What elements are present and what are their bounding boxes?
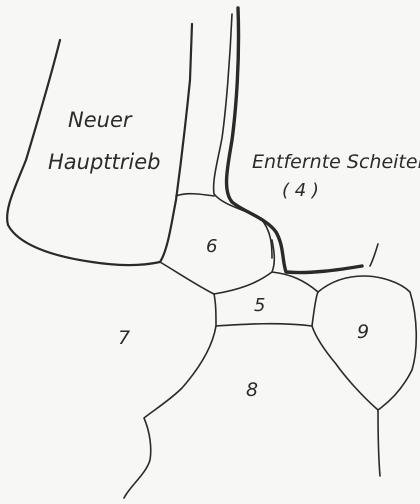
label-entfernte-scheitelzelle: Entfernte Scheitelzelle: [252, 151, 420, 173]
label-cell-4: ( 4 ): [282, 180, 319, 201]
label-cell-9: 9: [357, 321, 369, 343]
removed-apical-cell-outer-line: [227, 8, 362, 273]
label-cell-6: 6: [206, 236, 217, 257]
label-cell-8: 8: [246, 379, 258, 401]
cell-7-8-wall: [124, 326, 216, 498]
cell-5-wall: [214, 272, 318, 326]
new-main-shoot-outline: [7, 24, 192, 265]
label-cell-5: 5: [254, 295, 265, 316]
label-neuer: Neuer: [68, 108, 133, 132]
label-cell-7: 7: [118, 327, 130, 349]
removed-apical-cell-inner-line: [214, 14, 272, 258]
label-haupttrieb: Haupttrieb: [48, 150, 161, 174]
